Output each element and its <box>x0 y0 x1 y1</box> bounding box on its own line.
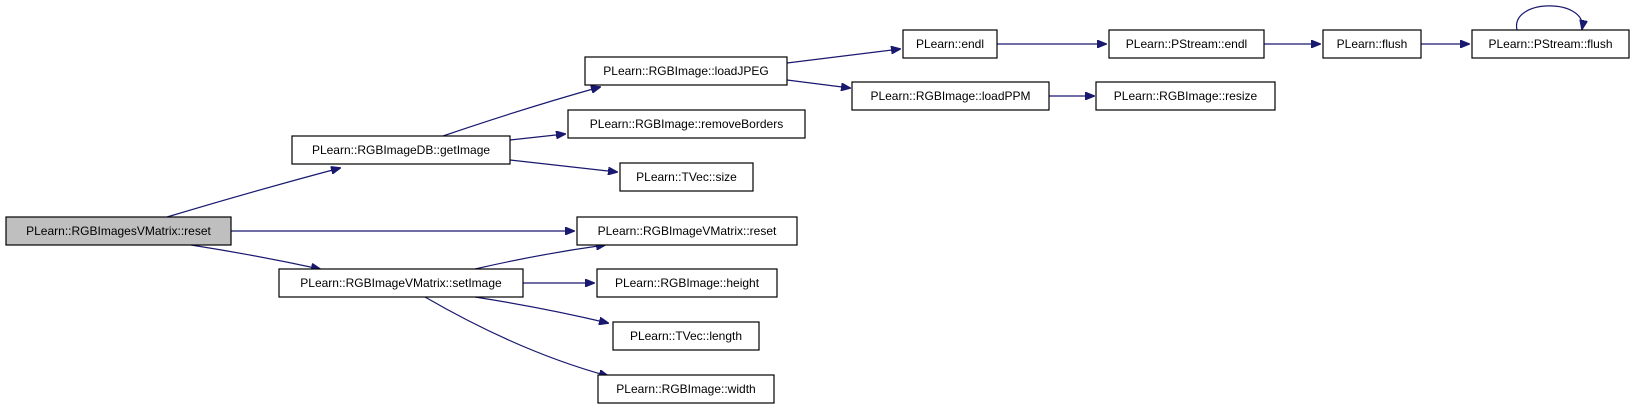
edge-getimage-to-loadjpeg <box>442 87 600 137</box>
node-endl-label: PLearn::endl <box>916 37 984 51</box>
edge-setimage-to-tveclength <box>474 296 608 323</box>
node-loadppm-box <box>851 81 1050 111</box>
node-loadjpeg[interactable]: PLearn::RGBImage::loadJPEG <box>584 56 788 86</box>
node-height-box <box>596 268 778 298</box>
node-root-box <box>5 216 232 246</box>
node-loadjpeg-label: PLearn::RGBImage::loadJPEG <box>603 64 768 78</box>
node-endl-box <box>902 29 998 59</box>
edge-pstream-flush-self-loop <box>1516 5 1583 30</box>
node-removeborders-box <box>567 109 806 139</box>
node-vmatrix-reset-box <box>576 216 798 246</box>
edge-root-to-getimage <box>166 168 340 218</box>
node-removeborders[interactable]: PLearn::RGBImage::removeBorders <box>567 109 806 139</box>
node-vmatrix-reset[interactable]: PLearn::RGBImageVMatrix::reset <box>576 216 798 246</box>
node-width-label: PLearn::RGBImage::width <box>616 382 755 396</box>
edge-loadjpeg-to-loadppm <box>786 79 850 88</box>
node-loadppm[interactable]: PLearn::RGBImage::loadPPM <box>851 81 1050 111</box>
node-width[interactable]: PLearn::RGBImage::width <box>597 374 775 404</box>
node-getimage[interactable]: PLearn::RGBImageDB::getImage <box>291 135 511 165</box>
node-tvecsize[interactable]: PLearn::TVec::size <box>619 162 754 192</box>
node-getimage-label: PLearn::RGBImageDB::getImage <box>312 143 490 157</box>
node-pstream-endl[interactable]: PLearn::PStream::endl <box>1108 29 1265 59</box>
node-tvecsize-label: PLearn::TVec::size <box>636 170 737 184</box>
node-root-label: PLearn::RGBImagesVMatrix::reset <box>26 224 211 238</box>
edge-setimage-to-width <box>424 296 608 376</box>
node-tveclength-label: PLearn::TVec::length <box>630 329 742 343</box>
node-vmatrix-reset-label: PLearn::RGBImageVMatrix::reset <box>598 224 777 238</box>
node-setimage-box <box>278 268 524 298</box>
edge-getimage-to-tvecsize <box>509 159 617 172</box>
node-resize-label: PLearn::RGBImage::resize <box>1114 89 1258 103</box>
node-tveclength[interactable]: PLearn::TVec::length <box>612 321 760 351</box>
node-resize-box <box>1095 81 1276 111</box>
node-tveclength-box <box>612 321 760 351</box>
node-tvecsize-box <box>619 162 754 192</box>
edge-getimage-to-removeborders <box>509 134 565 141</box>
node-root[interactable]: PLearn::RGBImagesVMatrix::reset <box>5 216 232 246</box>
node-height[interactable]: PLearn::RGBImage::height <box>596 268 778 298</box>
node-pstream-flush-box <box>1471 29 1630 59</box>
node-endl[interactable]: PLearn::endl <box>902 29 998 59</box>
edge-root-to-setimage <box>190 244 320 269</box>
node-flush-box <box>1322 29 1422 59</box>
node-loadppm-label: PLearn::RGBImage::loadPPM <box>870 89 1030 103</box>
edges <box>166 5 1583 376</box>
node-width-box <box>597 374 775 404</box>
node-setimage[interactable]: PLearn::RGBImageVMatrix::setImage <box>278 268 524 298</box>
nodes: PLearn::RGBImagesVMatrix::reset PLearn::… <box>5 29 1630 404</box>
node-flush-label: PLearn::flush <box>1337 37 1408 51</box>
node-pstream-flush[interactable]: PLearn::PStream::flush <box>1471 29 1630 59</box>
edge-loadjpeg-to-endl <box>786 49 900 64</box>
node-pstream-endl-label: PLearn::PStream::endl <box>1126 37 1247 51</box>
node-height-label: PLearn::RGBImage::height <box>615 276 760 290</box>
node-resize[interactable]: PLearn::RGBImage::resize <box>1095 81 1276 111</box>
node-getimage-box <box>291 135 511 165</box>
node-flush[interactable]: PLearn::flush <box>1322 29 1422 59</box>
node-setimage-label: PLearn::RGBImageVMatrix::setImage <box>300 276 502 290</box>
node-removeborders-label: PLearn::RGBImage::removeBorders <box>590 117 783 131</box>
edge-setimage-to-vmatrix-reset <box>474 245 605 270</box>
node-pstream-endl-box <box>1108 29 1265 59</box>
node-loadjpeg-box <box>584 56 788 86</box>
node-pstream-flush-label: PLearn::PStream::flush <box>1488 37 1612 51</box>
